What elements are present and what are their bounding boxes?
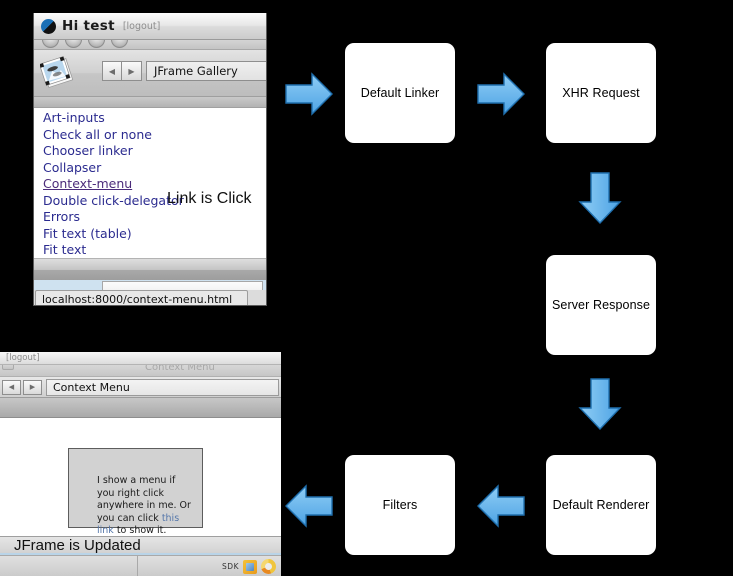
list-item[interactable]: Errors bbox=[43, 209, 80, 224]
flow-box-xhr-request[interactable]: XHR Request bbox=[546, 43, 656, 143]
window2-page-content: I show a menu if you right click anywher… bbox=[0, 418, 281, 536]
window2-bookmark-strip bbox=[0, 398, 281, 418]
browser-window-context-menu[interactable]: [logout] Context Menu ◀ ▶ Context Menu I… bbox=[0, 352, 281, 576]
arrow-xhr-to-server-icon bbox=[578, 172, 622, 224]
window1-button-strip bbox=[34, 40, 266, 50]
window1-status-area: localhost:8000/context-menu.html bbox=[34, 290, 266, 305]
forward-button[interactable]: ▶ bbox=[122, 61, 142, 81]
back-button[interactable]: ◀ bbox=[2, 379, 21, 395]
toolbar-circle-button-3[interactable] bbox=[88, 40, 105, 48]
flow-box-server-response[interactable]: Server Response bbox=[546, 255, 656, 355]
window2-footer: JFrame is Updated SDK bbox=[0, 536, 281, 576]
browser-window-gallery[interactable]: Hi test [logout] ◀ ▶ JFr bbox=[33, 13, 267, 306]
arrow-linker-to-xhr-icon bbox=[477, 72, 525, 116]
sdk-label: SDK bbox=[222, 562, 239, 571]
window1-bookmark-strip bbox=[34, 97, 266, 108]
list-item[interactable]: Chooser linker bbox=[43, 143, 133, 158]
back-button[interactable]: ◀ bbox=[102, 61, 122, 81]
arrow-server-to-renderer-icon bbox=[578, 378, 622, 430]
arrow-renderer-to-filters-icon bbox=[477, 484, 525, 528]
list-item[interactable]: Fit text bbox=[43, 242, 87, 257]
window2-titlebar: [logout] bbox=[0, 352, 281, 365]
jframe-updated-text: JFrame is Updated bbox=[14, 537, 141, 554]
sdk-tray-icon-1[interactable] bbox=[243, 560, 257, 574]
address-bar[interactable]: JFrame Gallery bbox=[146, 61, 266, 81]
show-menu-link[interactable]: this link bbox=[97, 512, 180, 537]
address-bar[interactable]: Context Menu bbox=[46, 378, 279, 396]
toolbar-circle-button-2[interactable] bbox=[65, 40, 82, 48]
list-item[interactable]: Check all or none bbox=[43, 126, 152, 142]
window1-toolbar: ◀ ▶ JFrame Gallery bbox=[34, 50, 266, 97]
toolbar-circle-button-1[interactable] bbox=[42, 40, 59, 48]
window2-ghost-title: Context Menu bbox=[145, 365, 215, 373]
window2-overlay-strip: Context Menu bbox=[0, 365, 281, 377]
forward-button[interactable]: ▶ bbox=[23, 379, 42, 395]
link-is-clicked-text: Link is Click bbox=[167, 190, 252, 207]
status-url: localhost:8000/context-menu.html bbox=[35, 290, 248, 305]
window2-toolbar: ◀ ▶ Context Menu bbox=[0, 377, 281, 398]
logout-link[interactable]: [logout] bbox=[122, 20, 161, 32]
list-item[interactable]: Art-inputs bbox=[43, 110, 105, 125]
logout-link[interactable]: [logout] bbox=[6, 353, 40, 363]
arrow-in-icon bbox=[285, 72, 333, 116]
sdk-tray-icon-2[interactable] bbox=[261, 559, 276, 574]
window1-divider bbox=[34, 270, 266, 280]
system-taskbar[interactable]: SDK bbox=[0, 555, 281, 576]
flow-box-default-renderer[interactable]: Default Renderer bbox=[546, 455, 656, 555]
list-item-context-menu[interactable]: Context-menu bbox=[43, 176, 133, 191]
arrow-out-icon bbox=[285, 484, 333, 528]
list-item[interactable]: Collapser bbox=[43, 159, 102, 175]
footer-accent-line bbox=[0, 553, 281, 555]
window1-page-content: Art-inputs Check all or none Chooser lin… bbox=[34, 108, 266, 258]
app-logo-icon bbox=[41, 18, 56, 34]
window1-titlebar: Hi test [logout] bbox=[34, 13, 266, 40]
context-menu-panel[interactable]: I show a menu if you right click anywher… bbox=[68, 448, 203, 536]
toolbar-circle-button-4[interactable] bbox=[111, 40, 128, 48]
list-item[interactable]: Fit text (table) bbox=[43, 225, 132, 241]
flow-box-filters[interactable]: Filters bbox=[345, 455, 455, 555]
taskbar-separator bbox=[137, 556, 138, 576]
window1-nav-group[interactable]: ◀ ▶ JFrame Gallery bbox=[102, 61, 266, 81]
panel-text-after: to show it. bbox=[113, 525, 167, 536]
window1-lower-strip bbox=[34, 258, 266, 270]
window2-partial-button[interactable] bbox=[2, 365, 14, 370]
window1-title: Hi test bbox=[62, 18, 115, 34]
panel-text-before: I show a menu if you right click anywher… bbox=[97, 475, 191, 524]
list-item[interactable]: Double click-delegator bbox=[43, 192, 184, 208]
flow-box-default-linker[interactable]: Default Linker bbox=[345, 43, 455, 143]
gallery-photo-icon bbox=[40, 56, 74, 88]
window1-highlight-bar bbox=[34, 280, 266, 298]
